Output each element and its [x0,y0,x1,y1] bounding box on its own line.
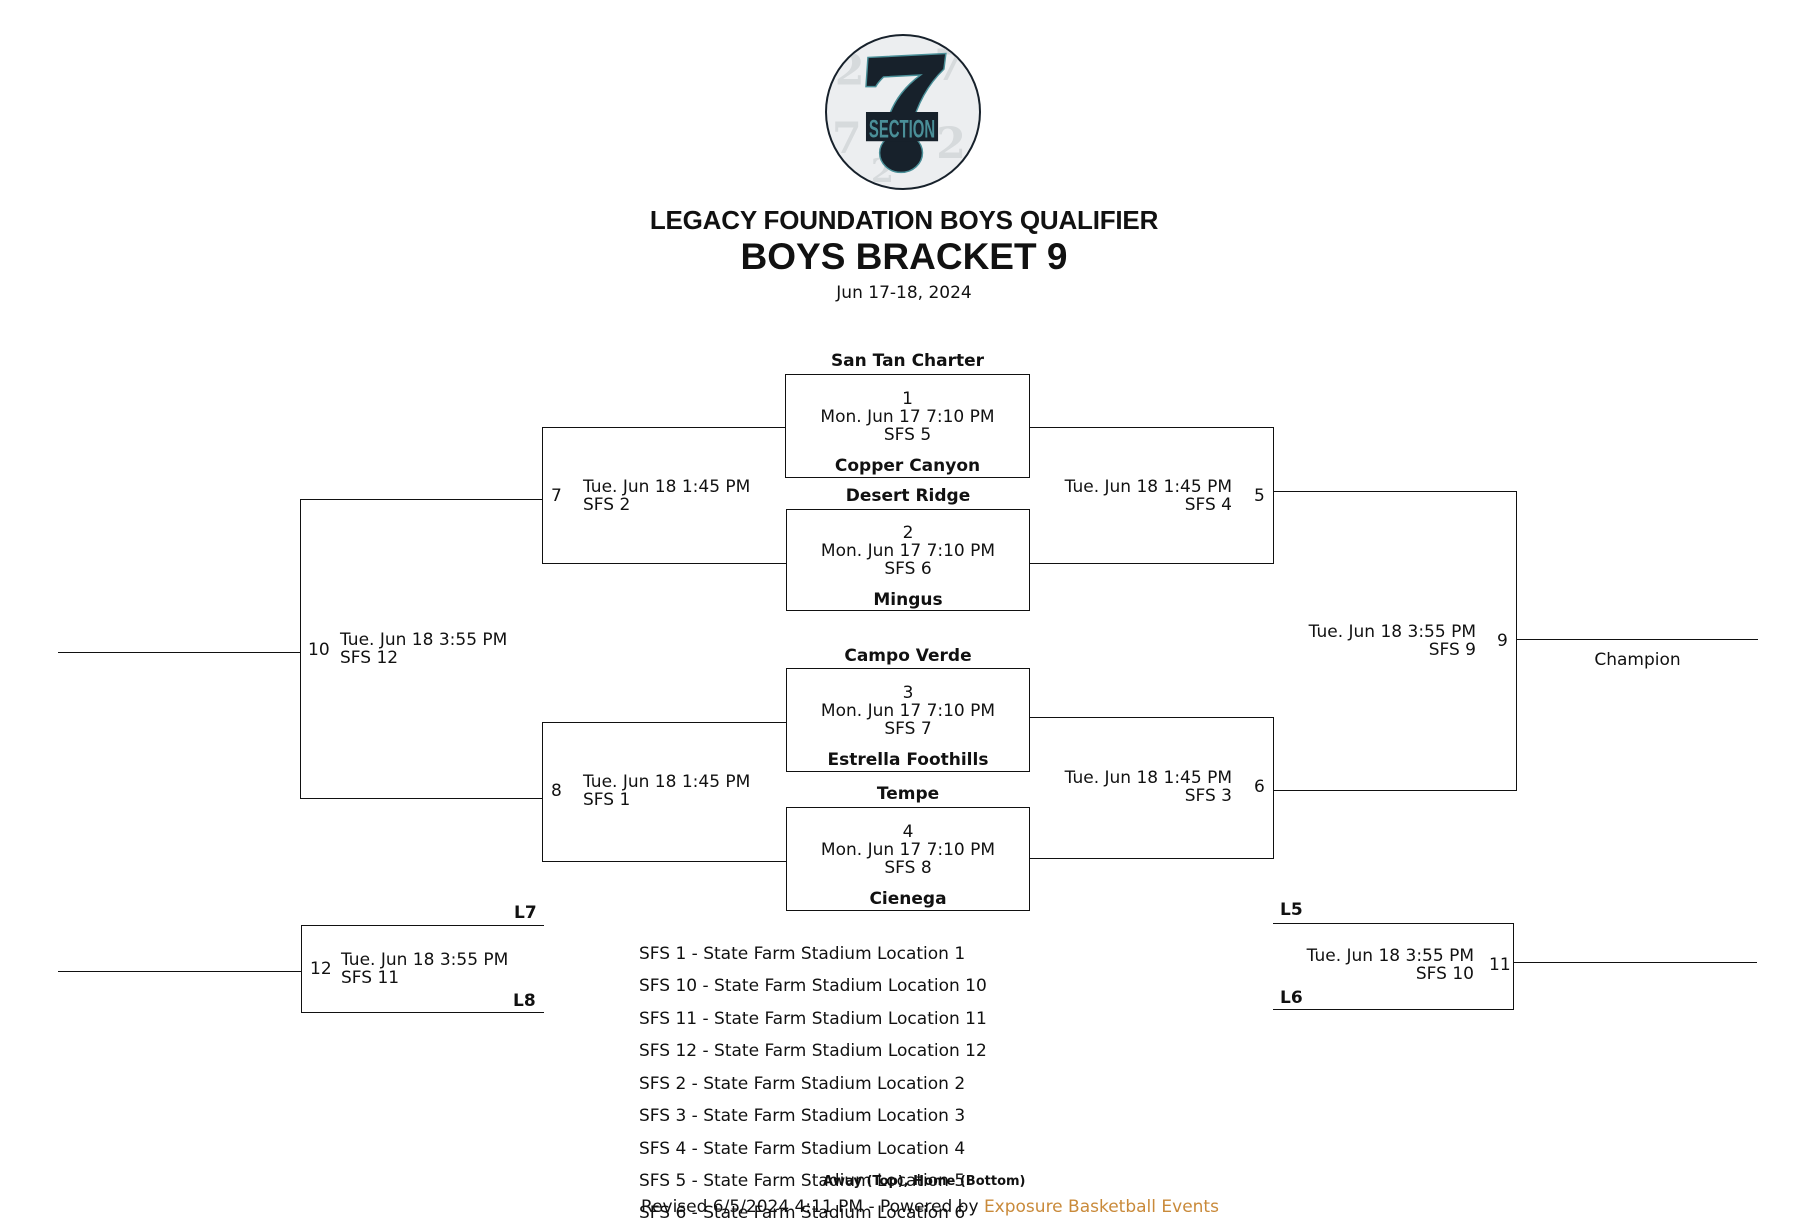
game-number: 11 [1489,955,1511,975]
game-info: 2 Mon. Jun 17 7:10 PM SFS 6 [786,524,1030,578]
location-item: SFS 11 - State Farm Stadium Location 11 [639,1009,987,1029]
game-court: SFS 8 [884,858,932,878]
team-bottom[interactable]: Estrella Foothills [827,750,989,770]
exposure-events-link[interactable]: Exposure Basketball Events [983,1197,1219,1217]
game-time: Tue. Jun 18 3:55 PM [1308,622,1476,642]
game-number: 10 [308,640,330,660]
team-top[interactable]: Campo Verde [844,646,972,666]
winner-line [58,652,300,653]
location-item: SFS 12 - State Farm Stadium Location 12 [639,1041,987,1061]
location-item: SFS 3 - State Farm Stadium Location 3 [639,1106,966,1126]
location-item: SFS 2 - State Farm Stadium Location 2 [639,1074,966,1094]
game-box [786,668,1030,772]
game-schedule: Tue. Jun 18 1:45 PM SFS 1 [583,773,750,809]
bracket-connector [542,427,786,564]
game-number: 4 [902,822,914,842]
svg-text:SECTION: SECTION [869,115,935,143]
game-info: 4 Mon. Jun 17 7:10 PM SFS 8 [786,823,1030,877]
location-item: SFS 10 - State Farm Stadium Location 10 [639,976,987,996]
team-top[interactable]: Tempe [876,784,940,804]
game-number: 2 [902,523,914,543]
team-top[interactable]: Desert Ridge [845,486,971,506]
game-schedule: Tue. Jun 18 1:45 PM SFS 4 [1040,478,1232,514]
revised-text: Revised 6/5/2024 4:11 PM - Powered by [641,1197,984,1217]
game-court: SFS 1 [583,790,631,810]
champion-label: Champion [1594,650,1681,670]
svg-text:2: 2 [936,119,966,169]
game-number: 5 [1254,486,1265,506]
loser-label-bottom: L8 [513,991,536,1011]
game-court: SFS 12 [340,648,399,668]
game-box [786,807,1030,911]
winner-line [1514,962,1757,963]
bracket-connector [1274,491,1517,791]
svg-text:2: 2 [835,46,865,96]
game-court: SFS 7 [884,719,932,739]
location-item: SFS 1 - State Farm Stadium Location 1 [639,944,966,964]
section-7-logo-icon: 2 7 7 2 2 SECTION [832,41,966,188]
bracket-connector [1030,427,1274,564]
game-time: Mon. Jun 17 7:10 PM [820,840,996,860]
game-number: 1 [902,389,913,409]
team-bottom[interactable]: Copper Canyon [834,456,981,476]
game-info: 3 Mon. Jun 17 7:10 PM SFS 7 [786,684,1030,738]
game-number: 9 [1497,631,1508,651]
team-top[interactable]: San Tan Charter [830,351,985,371]
bracket-title: BOYS BRACKET 9 [740,236,1068,277]
game-court: SFS 3 [1184,786,1232,806]
game-schedule: Tue. Jun 18 3:55 PM SFS 12 [340,631,507,667]
game-schedule: Tue. Jun 18 1:45 PM SFS 2 [583,478,750,514]
game-schedule: Tue. Jun 18 1:45 PM SFS 3 [1040,769,1232,805]
event-title: LEGACY FOUNDATION BOYS QUALIFIER [649,205,1159,235]
game-court: SFS 5 [883,425,932,445]
game-schedule: Tue. Jun 18 3:55 PM SFS 10 [1270,947,1474,983]
game-box [786,509,1030,611]
game-number: 7 [551,486,562,506]
bracket-connector [300,499,542,799]
loser-label-bottom: L6 [1280,988,1303,1008]
game-schedule: Tue. Jun 18 3:55 PM SFS 11 [341,951,508,987]
location-item: SFS 5 - State Farm Stadium Location 5 [639,1171,966,1191]
home-away-note: Away (Top), Home (Bottom) [823,1174,1026,1189]
game-time: Tue. Jun 18 1:45 PM [1064,477,1232,497]
game-time: Tue. Jun 18 3:55 PM [341,950,509,970]
game-time: Tue. Jun 18 3:55 PM [340,630,508,650]
game-time: Tue. Jun 18 1:45 PM [1064,768,1232,788]
game-box [785,374,1030,478]
location-item: SFS 6 - State Farm Stadium Location 6 [639,1203,966,1223]
event-dates: Jun 17-18, 2024 [836,283,972,303]
game-number: 3 [902,683,914,703]
game-number: 12 [310,959,332,979]
game-court: SFS 4 [1184,495,1232,515]
loser-label-top: L7 [514,903,537,923]
game-time: Mon. Jun 17 7:10 PM [820,541,996,561]
game-court: SFS 2 [583,495,631,515]
footer-revised: Revised 6/5/2024 4:11 PM - Powered by Ex… [641,1197,1219,1217]
game-time: Mon. Jun 17 7:10 PM [820,407,995,427]
winner-line [1517,639,1758,640]
game-time: Tue. Jun 18 1:45 PM [583,772,751,792]
game-info: 1 Mon. Jun 17 7:10 PM SFS 5 [785,390,1030,444]
game-time: Tue. Jun 18 3:55 PM [1306,946,1474,966]
game-court: SFS 9 [1428,640,1476,660]
game-number: 6 [1254,777,1265,797]
location-item: SFS 4 - State Farm Stadium Location 4 [639,1139,966,1159]
section-7-logo: 2 7 7 2 2 SECTION [825,34,981,190]
team-bottom[interactable]: Cienega [869,889,947,909]
svg-text:7: 7 [832,114,862,164]
winner-line [58,971,301,972]
game-court: SFS 6 [884,559,932,579]
game-court: SFS 11 [341,968,400,988]
game-number: 8 [551,781,562,801]
bracket-connector [301,925,544,1013]
bracket-connector [1273,923,1514,1010]
loser-label-top: L5 [1280,900,1303,920]
game-court: SFS 10 [1415,964,1474,984]
bracket-connector [1030,717,1274,859]
game-schedule: Tue. Jun 18 3:55 PM SFS 9 [1270,623,1476,659]
bracket-connector [542,722,786,862]
team-bottom[interactable]: Mingus [873,590,943,610]
game-time: Tue. Jun 18 1:45 PM [583,477,751,497]
game-time: Mon. Jun 17 7:10 PM [820,701,996,721]
